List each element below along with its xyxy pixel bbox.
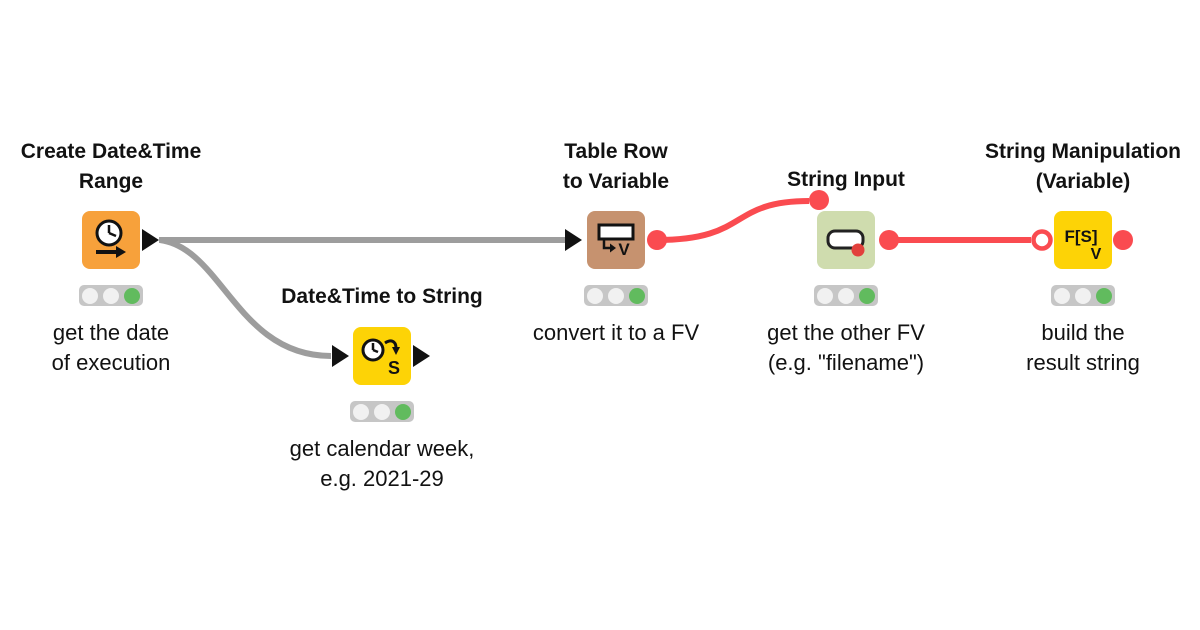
status-light <box>859 287 875 304</box>
status-traffic-light <box>814 285 878 306</box>
node-title-string-input: String Input <box>787 168 905 191</box>
node-caption-create-date-time-range: get the date of execution <box>51 320 171 375</box>
status-light <box>587 287 603 304</box>
data-out-port-create-date-time-range[interactable] <box>142 229 159 251</box>
flowvar-out-port-string-manipulation[interactable] <box>1113 230 1133 250</box>
edge-data-range-to-datetimestring[interactable] <box>159 237 332 359</box>
node-create-date-time-range[interactable] <box>82 211 140 269</box>
flowvar-in-port-string-manipulation[interactable] <box>1031 229 1053 251</box>
status-light <box>608 287 624 304</box>
edge-flowvar-tablerow-to-stringinput[interactable] <box>656 198 810 243</box>
status-light <box>82 287 98 304</box>
node-title-date-time-to-string: Date&Time to String <box>281 285 483 308</box>
node-caption-string-input: get the other FV (e.g. "filename") <box>767 320 925 375</box>
node-caption-date-time-to-string: get calendar week, e.g. 2021-29 <box>289 436 475 491</box>
flowvar-out-port-string-input[interactable] <box>879 230 899 250</box>
data-in-port-date-time-to-string[interactable] <box>332 345 349 367</box>
node-string-input[interactable] <box>817 211 875 269</box>
status-light <box>629 287 645 304</box>
status-light <box>838 287 854 304</box>
clock-arrow-icon <box>95 219 126 258</box>
node-date-time-to-string[interactable]: S <box>353 327 411 385</box>
status-light <box>1075 287 1091 304</box>
status-traffic-light <box>79 285 143 306</box>
svg-text:V: V <box>618 240 630 259</box>
node-string-manipulation-variable[interactable]: F[S] V <box>1054 211 1112 269</box>
node-title-string-manipulation-variable: String Manipulation (Variable) <box>985 140 1181 193</box>
status-light <box>124 287 140 304</box>
status-light <box>1054 287 1070 304</box>
node-title-table-row-to-variable: Table Row to Variable <box>562 140 670 193</box>
node-caption-string-manipulation-variable: build the result string <box>1026 320 1140 375</box>
svg-text:V: V <box>1091 246 1102 263</box>
status-traffic-light <box>350 401 414 422</box>
data-out-port-date-time-to-string[interactable] <box>413 345 430 367</box>
status-light <box>817 287 833 304</box>
svg-text:F[S]: F[S] <box>1064 227 1097 246</box>
status-traffic-light <box>584 285 648 306</box>
clock-to-string-icon: S <box>361 338 400 378</box>
string-manipulation-variable-icon: F[S] V <box>1064 227 1102 263</box>
status-light <box>103 287 119 304</box>
status-light <box>353 403 369 420</box>
status-traffic-light <box>1051 285 1115 306</box>
node-title-create-date-time-range: Create Date&Time Range <box>20 140 202 193</box>
svg-text:S: S <box>388 358 400 378</box>
node-table-row-to-variable[interactable]: V <box>587 211 645 269</box>
flowvar-in-port-string-input[interactable] <box>809 190 829 210</box>
status-light <box>374 403 390 420</box>
data-in-port-table-row-to-variable[interactable] <box>565 229 582 251</box>
string-input-icon <box>826 229 865 257</box>
flowvar-out-port-table-row-to-variable[interactable] <box>647 230 667 250</box>
status-light <box>1096 287 1112 304</box>
node-caption-table-row-to-variable: convert it to a FV <box>532 320 700 345</box>
table-row-to-variable-icon: V <box>597 223 635 259</box>
status-light <box>395 403 411 420</box>
